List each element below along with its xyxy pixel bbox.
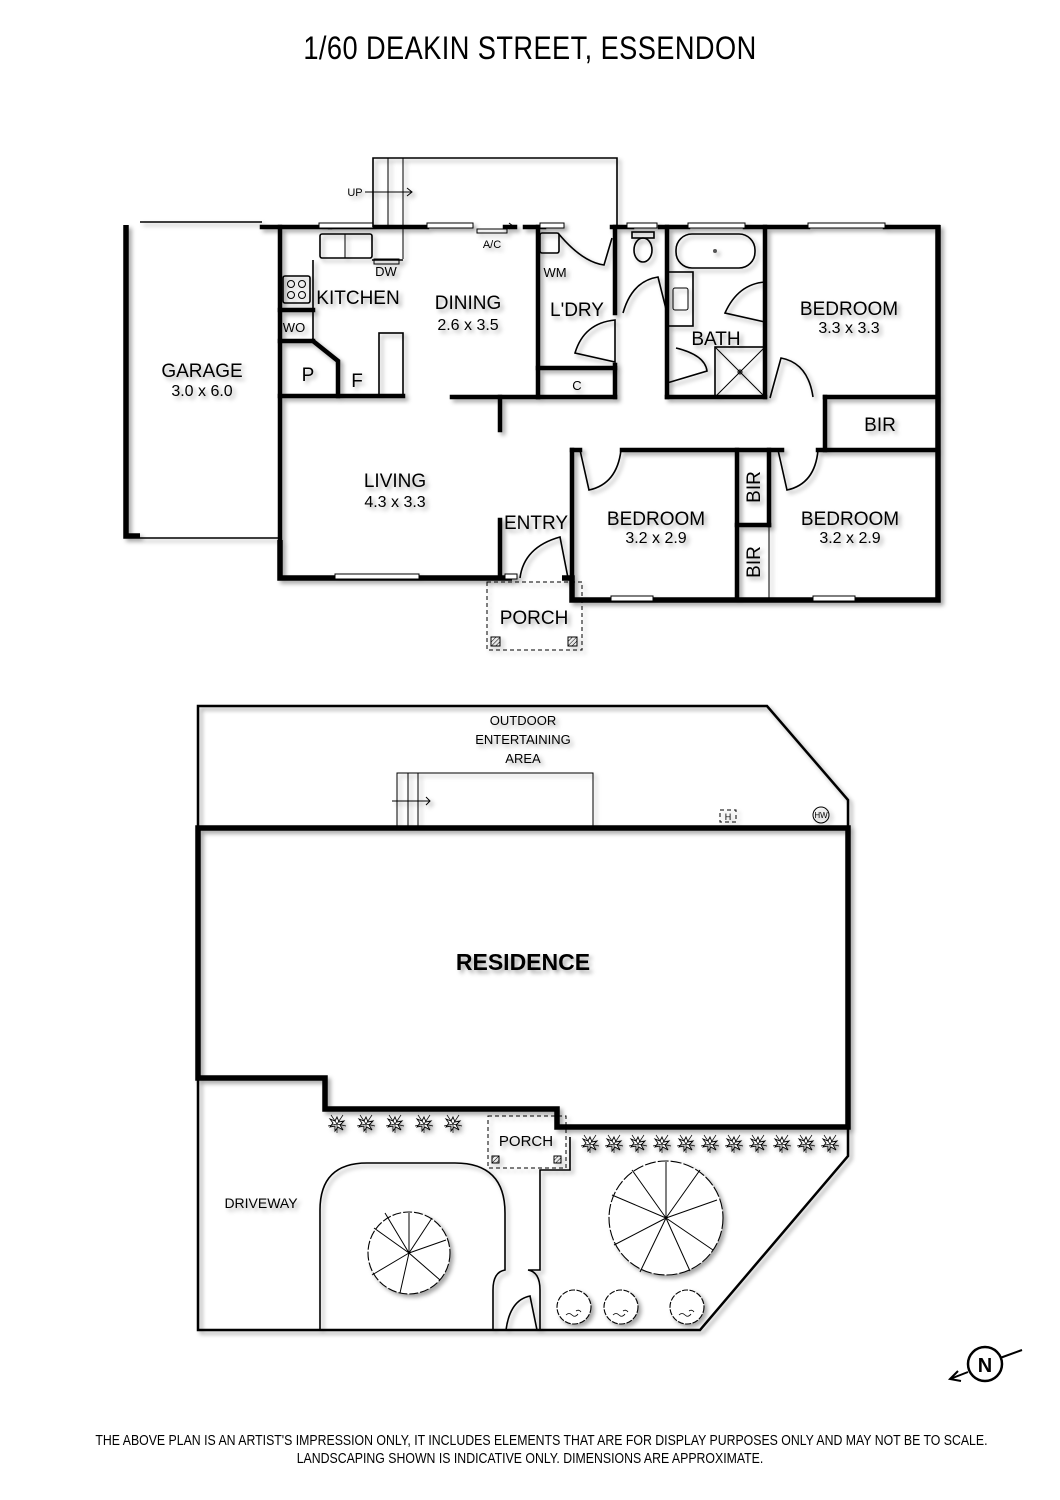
house-floor-plan: UP WO P F DW A/C — [123, 157, 941, 651]
room-label-bath: BATH — [691, 329, 740, 350]
up-label: UP — [347, 187, 362, 199]
disclaimer-line-1: THE ABOVE PLAN IS AN ARTIST'S IMPRESSION… — [95, 1432, 988, 1449]
wall-oven-label: WO — [283, 320, 305, 335]
room-label-bedroom-1: BEDROOM — [800, 299, 898, 320]
bir-label-1: BIR — [864, 415, 896, 436]
outdoor-entertaining-area: OUTDOOR ENTERTAINING AREA H HW — [392, 713, 830, 827]
outdoor-label-line1: OUTDOOR — [490, 713, 556, 728]
room-label-bedroom-3: BEDROOM — [801, 509, 899, 530]
rear-stairs: UP — [347, 157, 618, 259]
north-wall — [318, 222, 941, 230]
fridge-label: F — [351, 371, 363, 392]
north-compass: N — [947, 1345, 1023, 1383]
washing-machine-label: WM — [543, 265, 566, 280]
outdoor-label-line2: ENTERTAINING — [475, 732, 571, 747]
pantry-label: P — [302, 365, 315, 386]
room-dims-bedroom-1: 3.3 x 3.3 — [818, 320, 879, 337]
room-label-living: LIVING — [364, 471, 426, 492]
kitchen: WO P F DW A/C — [277, 222, 514, 399]
bedrooms-2-3: BEDROOM 3.2 x 2.9 BEDROOM 3.2 x 2.9 BIR … — [569, 447, 941, 603]
room-dims-bedroom-3: 3.2 x 2.9 — [819, 530, 880, 547]
north-label: N — [978, 1355, 992, 1377]
room-label-porch: PORCH — [500, 608, 569, 629]
garage — [123, 221, 333, 543]
page-title: 1/60 DEAKIN STREET, ESSENDON — [303, 30, 757, 66]
room-dims-living: 4.3 x 3.3 — [364, 494, 425, 511]
site-plan: OUTDOOR ENTERTAINING AREA H HW RESIDENCE… — [195, 704, 851, 1332]
round-bushes — [556, 1289, 705, 1325]
room-dims-bedroom-2: 3.2 x 2.9 — [625, 530, 686, 547]
room-label-laundry: L'DRY — [550, 300, 604, 321]
front-porch: PORCH — [486, 581, 583, 651]
disclaimer: THE ABOVE PLAN IS AN ARTIST'S IMPRESSION… — [95, 1432, 988, 1468]
site-porch-label: PORCH — [499, 1133, 553, 1150]
room-dims-garage: 3.0 x 6.0 — [171, 383, 232, 400]
outdoor-label-line3: AREA — [505, 751, 541, 766]
disclaimer-line-2: LANDSCAPING SHOWN IS INDICATIVE ONLY. DI… — [296, 1450, 764, 1467]
ac-label: A/C — [483, 239, 501, 251]
room-dims-dining: 2.6 x 3.5 — [437, 317, 498, 334]
residence-label: RESIDENCE — [456, 949, 590, 975]
driveway-label: DRIVEWAY — [224, 1195, 298, 1211]
bir-label-3: BIR — [744, 546, 765, 578]
bedroom-1: BEDROOM 3.3 x 3.3 BIR — [769, 299, 941, 453]
tree-left — [367, 1211, 451, 1295]
room-label-dining: DINING — [435, 293, 502, 314]
room-label-garage: GARAGE — [161, 361, 242, 382]
dishwasher-label: DW — [375, 264, 397, 279]
bir-label-2: BIR — [744, 471, 765, 503]
laundry: WM C — [535, 224, 618, 400]
tree-right — [608, 1160, 724, 1276]
room-label-bedroom-2: BEDROOM — [607, 509, 705, 530]
room-label-kitchen: KITCHEN — [316, 288, 399, 309]
room-label-entry: ENTRY — [504, 513, 568, 534]
cupboard-label: C — [572, 378, 581, 393]
hot-water-label: HW — [814, 811, 828, 820]
garden-shrubs-right — [580, 1134, 840, 1154]
heater-label: H — [725, 812, 732, 822]
garden-shrubs-left — [327, 1114, 463, 1134]
bathroom: BATH — [622, 224, 768, 400]
